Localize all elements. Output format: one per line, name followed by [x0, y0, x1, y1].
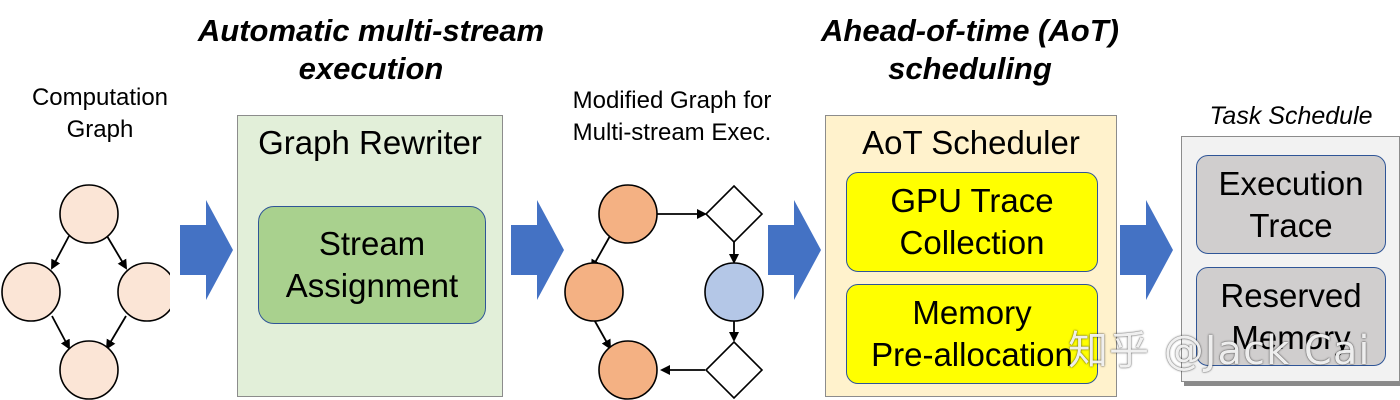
heading-aot-line2: scheduling — [888, 51, 1052, 86]
sync-diamond-bottom — [704, 340, 764, 400]
gpu-trace-line1: GPU Trace — [890, 182, 1054, 219]
heading-auto-line1: Automatic multi-stream — [197, 13, 545, 48]
gpu-trace-collection-box: GPU Trace Collection — [846, 172, 1098, 272]
reserved-memory-box: Reserved Memory — [1196, 267, 1386, 366]
memory-prealloc-line2: Pre-allocation — [871, 336, 1073, 373]
reserved-memory-line1: Reserved — [1220, 276, 1362, 314]
reserved-memory-line2: Memory — [1231, 318, 1351, 356]
stream-assignment-box: Stream Assignment — [258, 206, 486, 324]
node-d — [598, 340, 658, 400]
node-blue — [704, 262, 764, 322]
execution-trace-box: Execution Trace — [1196, 155, 1386, 254]
execution-trace-line1: Execution — [1218, 164, 1364, 202]
memory-preallocation-box: Memory Pre-allocation — [846, 284, 1098, 384]
flow-arrow-1 — [180, 200, 233, 300]
caption-modified-line1: Modified Graph for — [572, 87, 772, 114]
graph-rewriter-panel: Graph Rewriter Stream Assignment — [237, 115, 503, 397]
node-left — [1, 262, 61, 322]
node-right — [117, 262, 170, 322]
caption-computation-line2: Graph — [66, 116, 134, 143]
caption-modified-graph: Modified Graph for Multi-stream Exec. — [552, 85, 792, 149]
heading-aot-line1: Ahead-of-time (AoT) — [821, 13, 1119, 48]
modified-graph — [564, 184, 764, 400]
node-bottom — [59, 340, 119, 400]
graph-rewriter-title: Graph Rewriter — [258, 124, 482, 161]
node-a — [598, 184, 658, 244]
stream-assignment-line2: Assignment — [285, 267, 459, 304]
edge-right-bottom — [105, 315, 127, 350]
flow-arrow-4 — [1120, 200, 1173, 300]
flow-arrow-2 — [511, 200, 564, 300]
aot-scheduler-panel: AoT Scheduler GPU Trace Collection Memor… — [825, 115, 1117, 397]
node-c — [564, 262, 624, 322]
gpu-trace-line2: Collection — [899, 224, 1045, 261]
edge-left-bottom — [51, 315, 70, 350]
caption-computation-graph: Computation Graph — [10, 82, 190, 146]
memory-prealloc-line1: Memory — [912, 294, 1032, 331]
task-schedule-panel: Execution Trace Reserved Memory — [1181, 136, 1400, 382]
node-top — [59, 184, 119, 244]
caption-computation-line1: Computation — [31, 84, 169, 111]
execution-trace-line2: Trace — [1249, 206, 1333, 244]
heading-auto-line2: execution — [298, 51, 444, 86]
edge-top-left — [51, 235, 70, 270]
watermark: 知乎 @Jack Cai — [1068, 328, 1371, 374]
sync-diamond-top — [704, 184, 764, 244]
stream-assignment-line1: Stream — [318, 225, 426, 262]
flow-arrow-3 — [768, 200, 821, 300]
aot-scheduler-title: AoT Scheduler — [862, 124, 1080, 161]
computation-graph — [1, 184, 170, 400]
heading-auto-multistream: Automatic multi-stream execution — [186, 12, 556, 88]
heading-aot-scheduling: Ahead-of-time (AoT) scheduling — [800, 12, 1140, 88]
caption-modified-line2: Multi-stream Exec. — [572, 119, 772, 146]
caption-task-schedule: Task Schedule — [1209, 102, 1373, 130]
edge-top-right — [106, 235, 128, 270]
